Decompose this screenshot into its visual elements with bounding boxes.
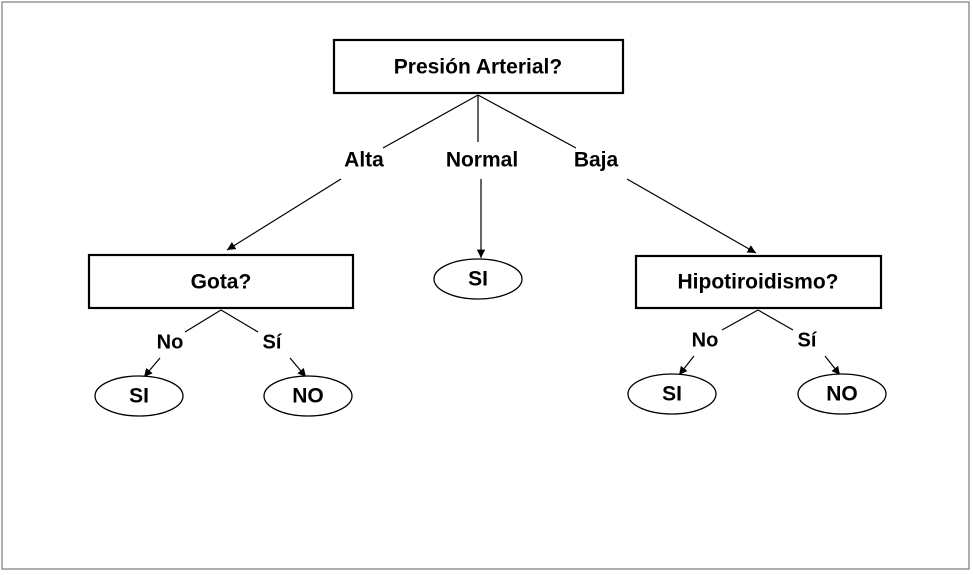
root-node-box — [332, 38, 625, 95]
gota-node-box — [87, 253, 355, 310]
edge-root-alta — [382, 94, 479, 149]
hipo-branch-label-no: No — [692, 329, 719, 351]
arrow-gota-si-leaf — [289, 357, 307, 378]
gota-no-leaf — [94, 375, 184, 417]
gota-branch-label-no: No — [157, 331, 184, 353]
arrow-baja-hipotiroidismo — [626, 178, 757, 254]
normal-leaf — [433, 258, 523, 300]
hipo-si-leaf-label: NO — [826, 383, 858, 406]
gota-branch-label-si: Sí — [263, 331, 283, 353]
edge-gota-si — [220, 309, 259, 333]
edge-root-baja — [477, 94, 577, 149]
gota-si-leaf-label: NO — [292, 385, 324, 408]
hipotiroidismo-node-box — [634, 254, 883, 310]
normal-leaf-label: SI — [468, 268, 488, 291]
hipotiroidismo-question: Hipotiroidismo? — [678, 271, 839, 294]
hipo-no-leaf-label: SI — [662, 383, 682, 406]
gota-no-leaf-label: SI — [129, 385, 149, 408]
gota-question: Gota? — [191, 271, 252, 294]
branch-label-normal: Normal — [446, 149, 518, 172]
edge-hipo-si — [757, 309, 794, 331]
hipo-branch-label-si: Sí — [798, 329, 818, 351]
hipo-si-leaf — [797, 373, 887, 415]
arrow-hipo-no-leaf — [678, 355, 695, 376]
arrow-alta-gota — [226, 178, 342, 251]
arrow-hipo-si-leaf — [824, 355, 841, 376]
edge-gota-no — [184, 309, 222, 333]
edge-hipo-no — [721, 309, 759, 331]
hipo-no-leaf — [627, 373, 717, 415]
arrow-gota-no-leaf — [143, 357, 161, 378]
root-question: Presión Arterial? — [394, 56, 562, 79]
branch-label-alta: Alta — [344, 149, 384, 172]
branch-label-baja: Baja — [574, 149, 619, 172]
gota-si-leaf — [263, 375, 353, 417]
